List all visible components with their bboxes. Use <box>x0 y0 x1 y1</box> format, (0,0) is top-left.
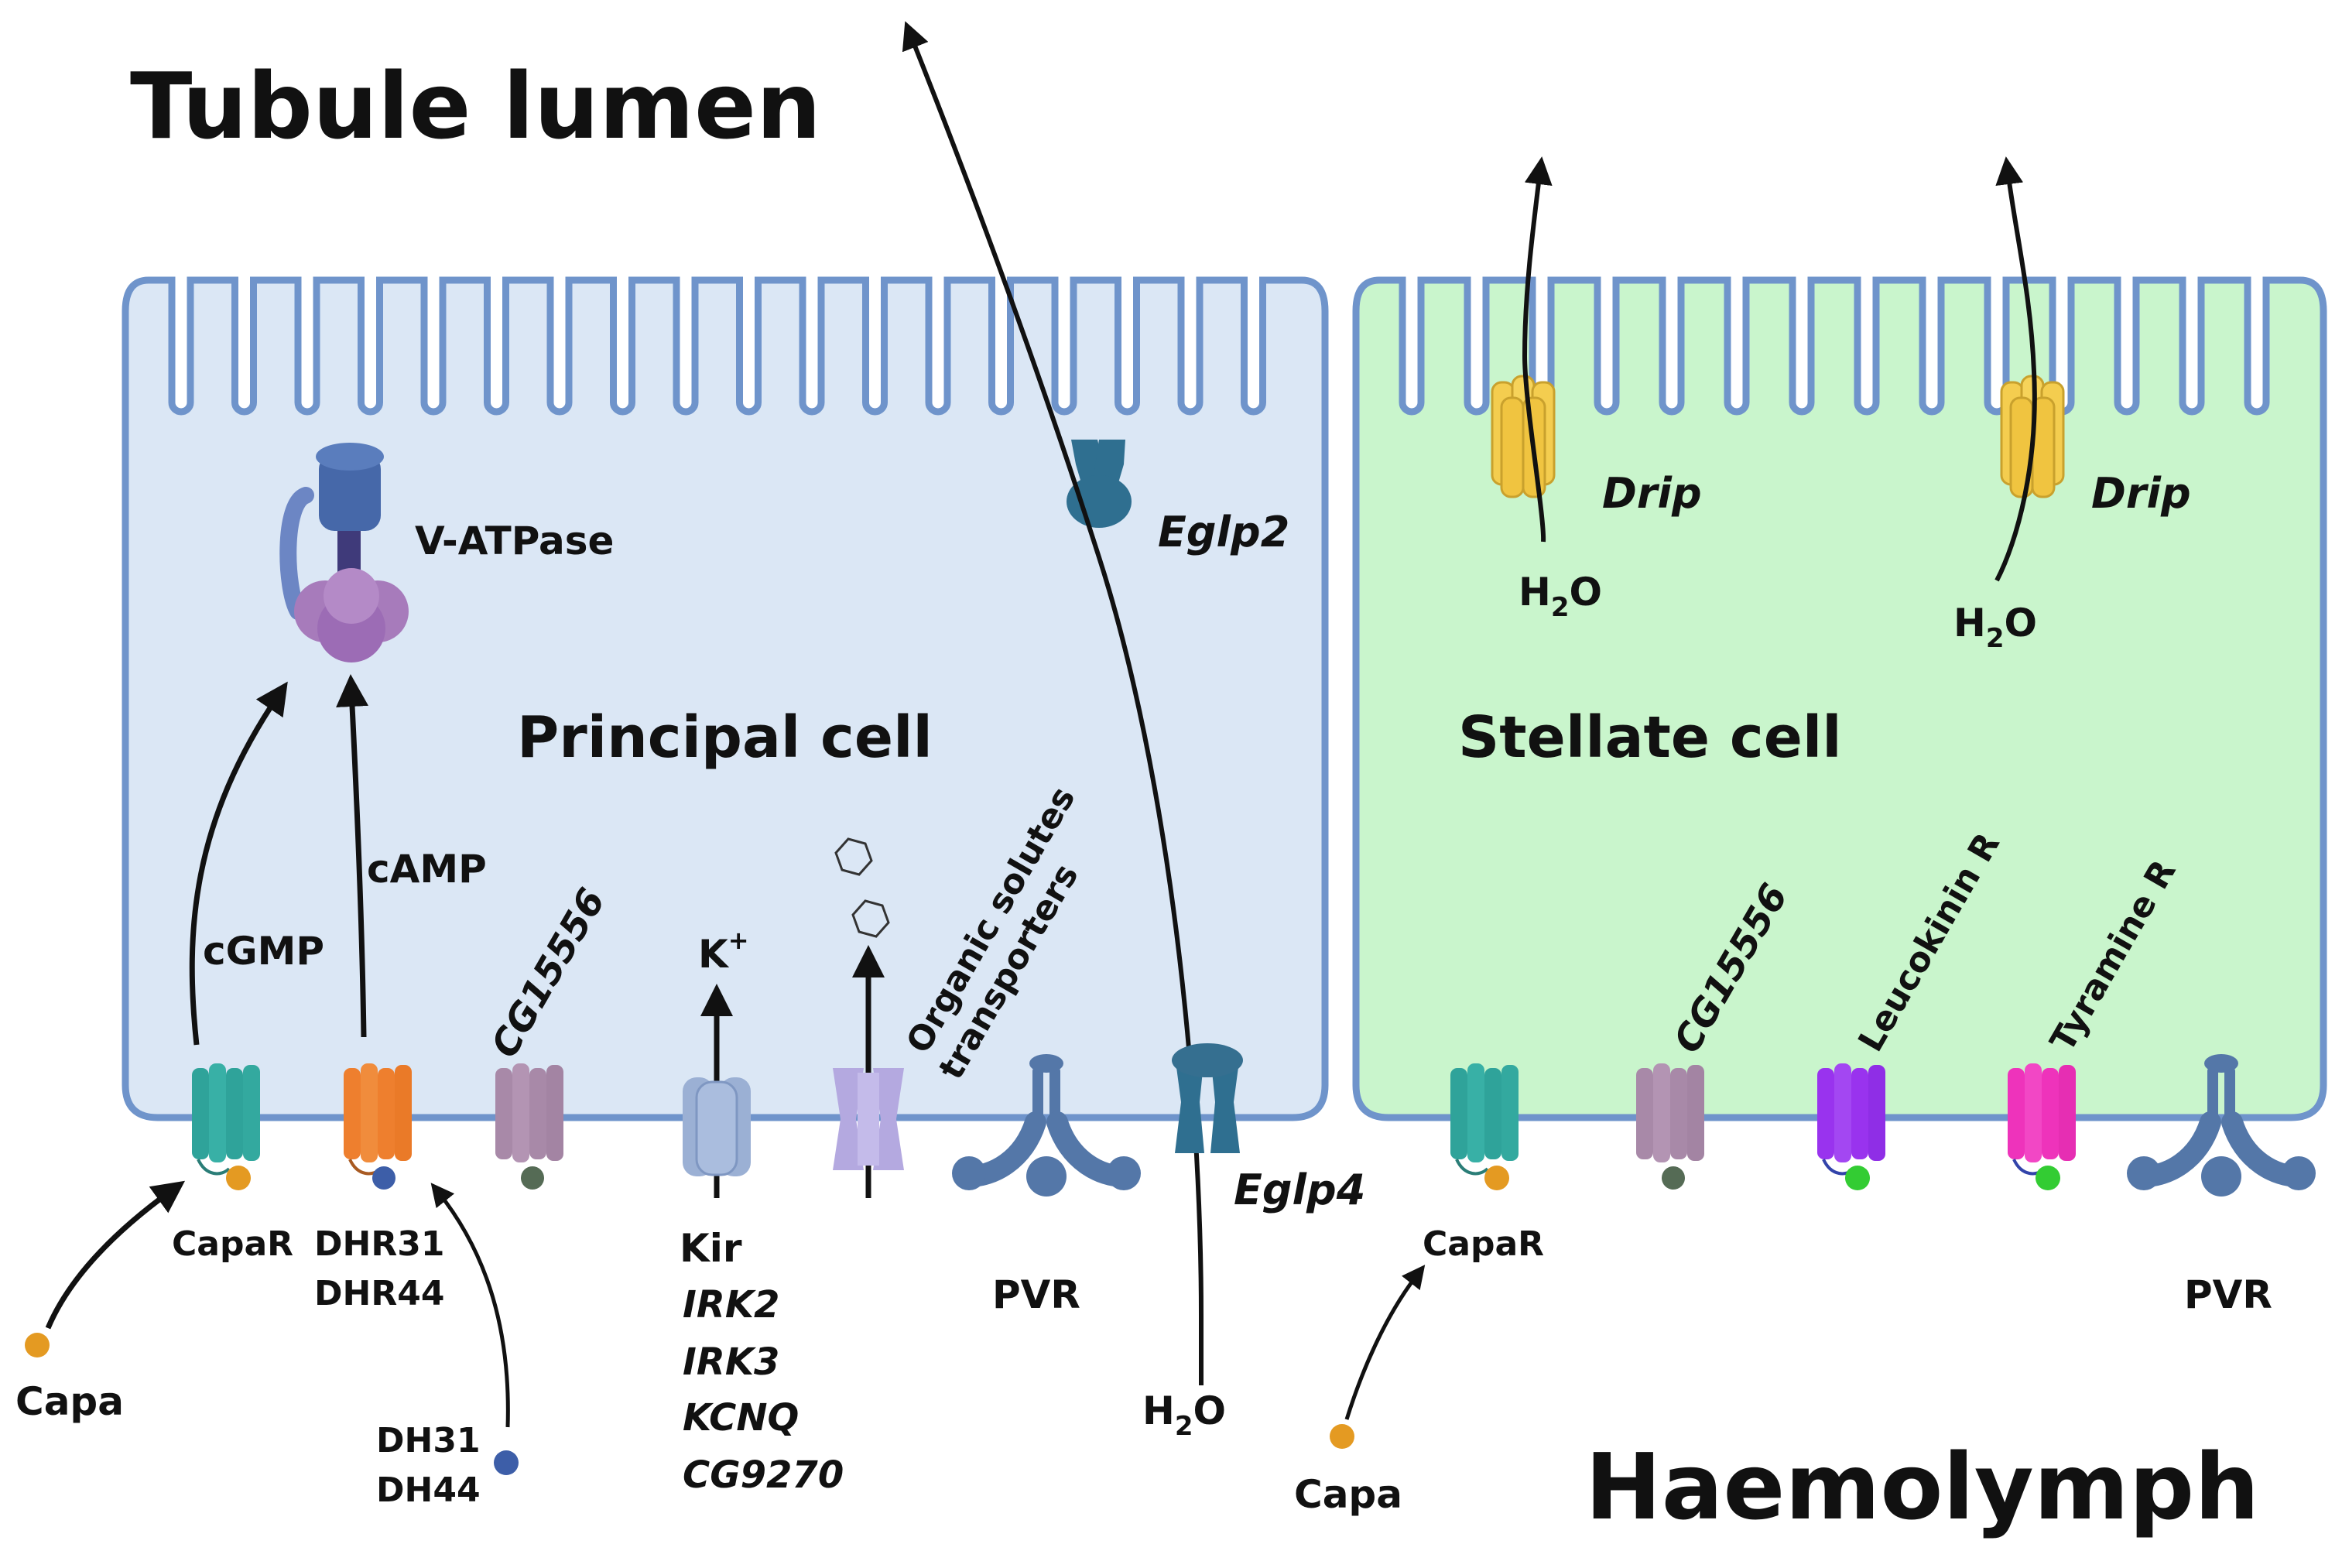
kir-channel-icon <box>683 1077 751 1176</box>
tyramine-receptor-icon <box>2008 1063 2076 1190</box>
capar-principal-label: CapaR <box>172 1224 293 1264</box>
organic-solute-hexagon-icon <box>834 837 873 876</box>
drip-left-label: Drip <box>1602 469 1702 518</box>
cg9270-label: CG9270 <box>683 1453 844 1497</box>
eglp2-label: Eglp2 <box>1158 508 1289 556</box>
capa-principal-arrow-icon <box>45 1180 186 1330</box>
capa-principal-ligand-icon <box>25 1333 50 1357</box>
h2o-bottom-label: H2O <box>1142 1388 1226 1442</box>
h2o-drip-left-label: H2O <box>1519 570 1602 623</box>
irk3-label: IRK3 <box>683 1340 779 1384</box>
pvr-stellate-receptor-icon <box>2127 1054 2316 1197</box>
dh44-label: DH44 <box>376 1470 481 1510</box>
dh31-label: DH31 <box>376 1421 481 1460</box>
kcnq-label: KCNQ <box>683 1396 799 1440</box>
dh-peptide-ligand-icon <box>494 1450 519 1475</box>
capar-stellate-receptor-icon <box>1450 1063 1519 1190</box>
leucokinin-receptor-icon <box>1817 1063 1885 1190</box>
capa-principal-label: Capa <box>15 1379 124 1424</box>
dhr31-label: DHR31 <box>314 1224 444 1264</box>
haemolymph-title: Haemolymph <box>1585 1433 2259 1540</box>
drip-right-label: Drip <box>2091 469 2191 518</box>
dh-peptide-arrow-icon <box>430 1183 510 1428</box>
eglp2-channel-icon <box>1067 440 1132 528</box>
pvr-principal-receptor-icon <box>952 1054 1141 1197</box>
dhr44-label: DHR44 <box>314 1274 444 1313</box>
capar-principal-receptor-icon <box>192 1063 260 1190</box>
camp-label: cAMP <box>367 847 487 892</box>
capar-stellate-label: CapaR <box>1423 1224 1544 1264</box>
water-efflux-right-arrow-icon <box>1994 156 2037 582</box>
camp-arrow-icon <box>336 674 369 1038</box>
drip-channel-left-icon <box>1491 375 1556 498</box>
organic-solute-hexagon-icon <box>851 899 890 938</box>
irk2-label: IRK2 <box>683 1283 779 1327</box>
cg15556-stellate-receptor-icon <box>1636 1063 1704 1190</box>
potassium-label: K+ <box>698 926 749 977</box>
capa-stellate-label: Capa <box>1294 1472 1402 1517</box>
organic-transporter-icon <box>833 1068 904 1170</box>
tubule-lumen-title: Tubule lumen <box>130 53 821 159</box>
principal-cell-shape <box>122 276 1329 1121</box>
capa-stellate-arrow-icon <box>1344 1265 1426 1420</box>
principal-cell-label: Principal cell <box>517 704 933 771</box>
v-atpase-icon <box>279 443 409 662</box>
v-atpase-label: V-ATPase <box>415 519 614 563</box>
water-efflux-left-arrow-icon <box>1522 156 1553 543</box>
eglp4-label: Eglp4 <box>1234 1166 1365 1214</box>
cgmp-arrow-icon <box>189 681 288 1046</box>
dhr-receptor-icon <box>344 1063 412 1190</box>
capa-stellate-ligand-icon <box>1330 1424 1354 1449</box>
pvr-stellate-label: PVR <box>2184 1272 2272 1317</box>
eglp4-channel-icon <box>1172 1043 1243 1153</box>
kir-label: Kir <box>680 1226 742 1271</box>
cgmp-label: cGMP <box>203 929 324 974</box>
stellate-cell-label: Stellate cell <box>1458 704 1842 771</box>
cg15556-principal-receptor-icon <box>495 1063 563 1190</box>
pvr-principal-label: PVR <box>992 1272 1080 1317</box>
h2o-drip-right-label: H2O <box>1953 601 2037 654</box>
